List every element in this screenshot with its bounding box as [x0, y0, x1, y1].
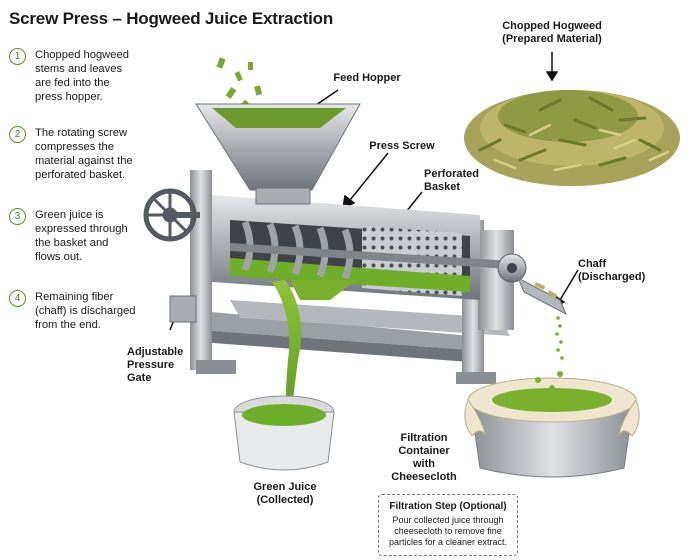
step-number: 1	[9, 48, 26, 65]
chaff-chute	[518, 278, 566, 360]
chopped-hogweed-pile	[464, 90, 680, 186]
label-perforated-basket: Perforated Basket	[424, 168, 494, 194]
filtration-note-box: Filtration Step (Optional) Pour collecte…	[378, 494, 518, 556]
press-barrel	[212, 195, 526, 300]
label-feed-hopper: Feed Hopper	[322, 72, 412, 85]
label-pressure-gate: Adjustable Pressure Gate	[127, 346, 197, 385]
step-number: 4	[9, 290, 26, 307]
feed-hopper	[196, 104, 360, 204]
label-filtration-container: Filtration Container with Cheesecloth	[380, 432, 468, 484]
step-number: 3	[9, 208, 26, 225]
step-text: The rotating screw compresses the materi…	[35, 126, 155, 182]
label-chopped-hogweed: Chopped Hogweed (Prepared Material)	[490, 20, 614, 46]
step-text: Remaining fiber (chaff) is discharged fr…	[35, 290, 155, 332]
page-title: Screw Press – Hogweed Juice Extraction	[9, 9, 333, 29]
filtration-note-title: Filtration Step (Optional)	[379, 501, 517, 512]
step-text: Green juice is expressed through the bas…	[35, 208, 155, 264]
step-number: 2	[9, 126, 26, 143]
step-text: Chopped hogweed stems and leaves are fed…	[35, 48, 155, 104]
filtration-note-body: Pour collected juice through cheesecloth…	[383, 515, 513, 548]
label-chaff: Chaff (Discharged)	[578, 258, 668, 284]
falling-pieces	[216, 57, 262, 109]
filtration-container	[465, 371, 639, 477]
juice-bowl	[234, 396, 334, 470]
label-press-screw: Press Screw	[362, 140, 442, 153]
label-green-juice: Green Juice (Collected)	[240, 481, 330, 507]
